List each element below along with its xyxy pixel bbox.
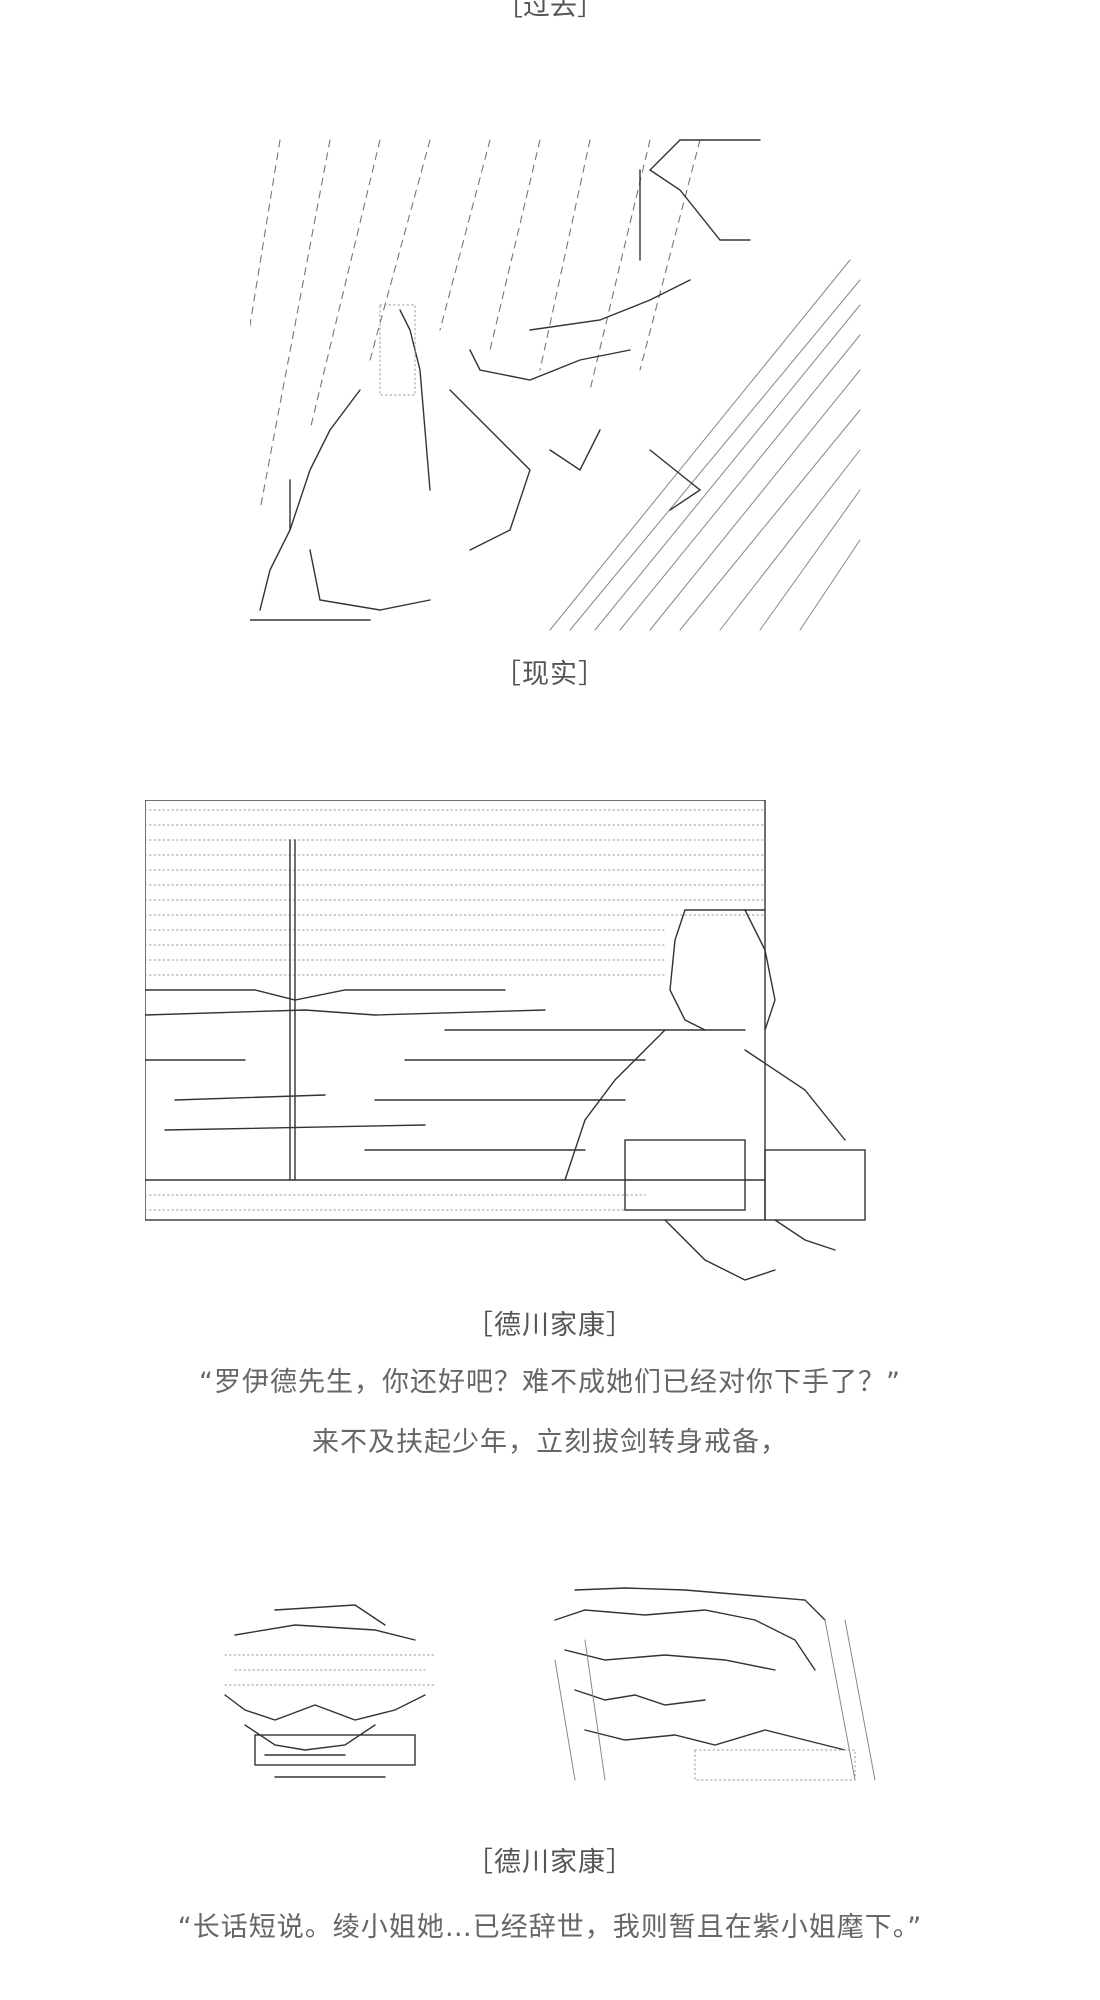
diagonal-sword-lines xyxy=(549,259,861,631)
past-label: ［过去］ xyxy=(496,0,604,22)
panel2-label: ［德川家康］ xyxy=(466,1310,634,1341)
panel2-dialogue: “罗伊德先生，你还好吧？难不成她们已经对你下手了？” xyxy=(199,1367,901,1398)
room-scene-art xyxy=(145,800,866,1281)
rain-scene-art xyxy=(250,139,861,631)
room-floor-lines xyxy=(145,839,766,1181)
panel2-narration: 来不及扶起少年，立刻拔剑转身戒备， xyxy=(312,1427,788,1458)
rain-hatching xyxy=(250,139,701,511)
figure-outline xyxy=(250,139,761,621)
standing-figure xyxy=(564,909,866,1281)
panel3-dialogue: “长话短说。绫小姐她…已经辞世，我则暂且在紫小姐麾下。” xyxy=(177,1912,923,1943)
portrait-right-art xyxy=(554,1587,876,1781)
panel1-label: ［现实］ xyxy=(494,659,606,690)
panel3-label: ［德川家康］ xyxy=(466,1847,634,1878)
wall-hatching xyxy=(145,800,766,1221)
portrait-left-art xyxy=(224,1604,436,1778)
